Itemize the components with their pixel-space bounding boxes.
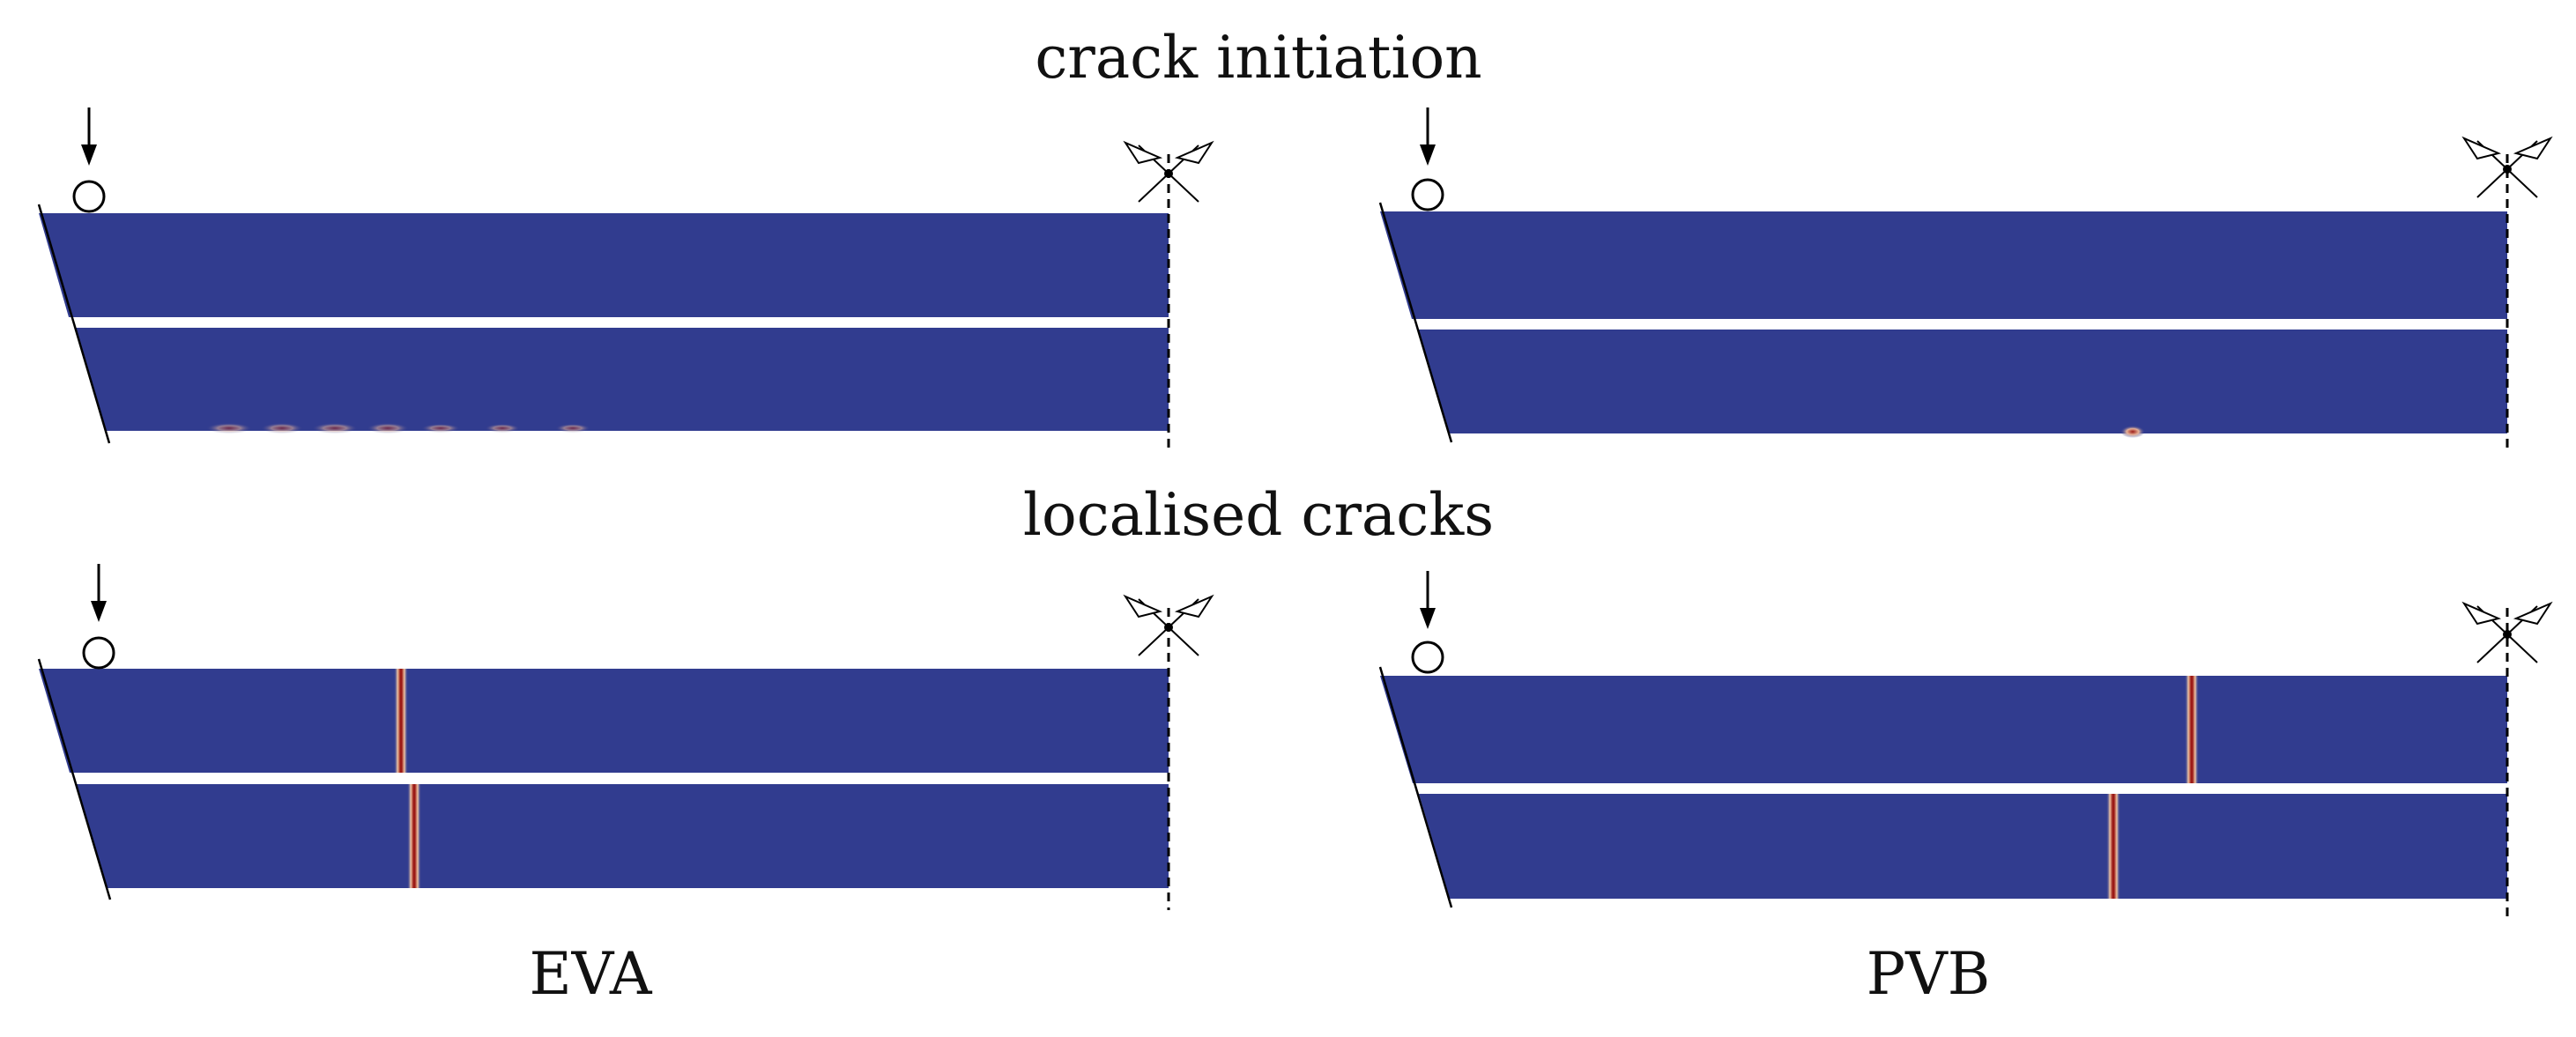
glass-ply-top xyxy=(39,669,1169,773)
panel-eva-crack-initiation xyxy=(37,107,1214,454)
roller-support-icon xyxy=(1411,178,1444,211)
glass-ply-top xyxy=(1380,211,2507,319)
left-boundary-line xyxy=(1378,666,1453,908)
crack-bottom-ply xyxy=(2106,794,2120,899)
crack-initiation-spot xyxy=(2120,426,2145,438)
glass-ply-bottom xyxy=(1417,330,2507,433)
down-arrow-icon xyxy=(91,564,107,622)
glass-ply-bottom xyxy=(75,328,1169,431)
glass-ply-bottom xyxy=(1419,794,2507,899)
glass-ply-bottom xyxy=(76,784,1169,888)
down-arrow-icon xyxy=(81,107,97,166)
left-boundary-line xyxy=(37,658,112,900)
glass-ply-top xyxy=(39,213,1169,317)
heading-crack-initiation: crack initiation xyxy=(1035,24,1481,92)
roller-support-icon xyxy=(1411,641,1444,674)
label-pvb: PVB xyxy=(1867,940,1991,1008)
crack-top-ply xyxy=(2185,676,2199,783)
label-eva: EVA xyxy=(529,940,652,1008)
crack-bottom-ply xyxy=(407,784,421,888)
panel-pvb-crack-initiation xyxy=(1378,107,2553,454)
left-boundary-line xyxy=(37,204,111,444)
symmetry-boundary-icon xyxy=(2461,601,2553,663)
bottom-edge-damage xyxy=(206,423,590,433)
symmetry-boundary-icon xyxy=(2461,136,2553,198)
symmetry-boundary-icon xyxy=(1123,140,1214,203)
left-boundary-line xyxy=(1378,202,1453,443)
heading-localised-cracks: localised cracks xyxy=(1023,481,1494,549)
down-arrow-icon xyxy=(1420,107,1436,166)
down-arrow-icon xyxy=(1420,571,1436,629)
glass-ply-top xyxy=(1380,676,2507,783)
symmetry-boundary-icon xyxy=(1123,594,1214,656)
crack-top-ply xyxy=(394,669,408,773)
roller-support-icon xyxy=(72,180,106,213)
panel-eva-localised-cracks xyxy=(37,564,1214,910)
panel-pvb-localised-cracks xyxy=(1378,571,2553,916)
roller-support-icon xyxy=(82,636,115,670)
